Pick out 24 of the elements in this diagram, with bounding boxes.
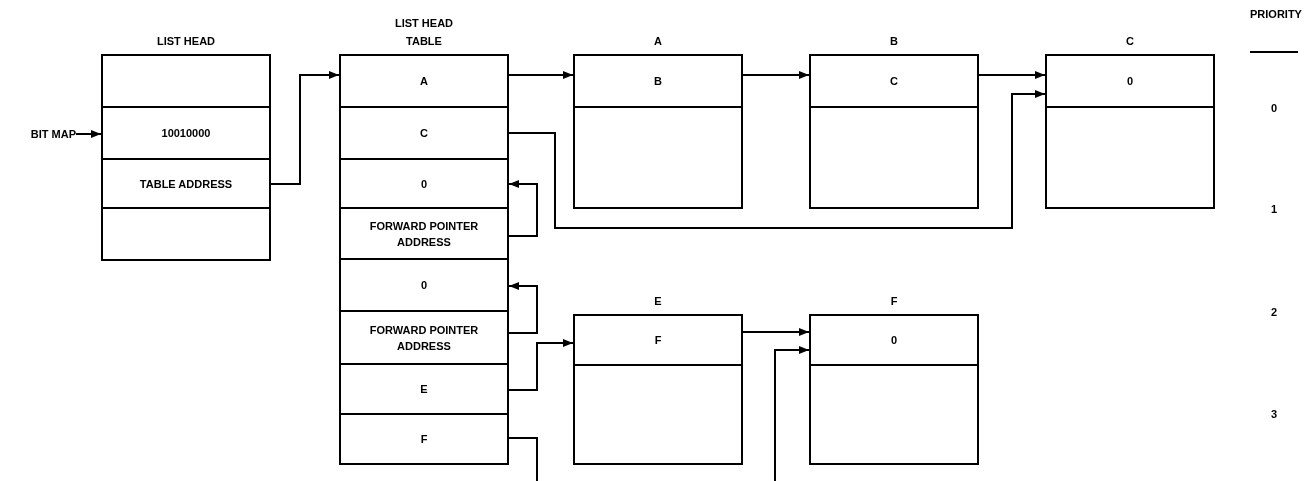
record-title: B — [889, 34, 899, 49]
arrow — [742, 71, 810, 79]
connector-line — [508, 437, 538, 481]
arrow — [270, 71, 340, 185]
priority-level: 3 — [1269, 407, 1279, 422]
arrow — [508, 90, 1046, 229]
pointer-label: BIT MAP — [4, 126, 76, 142]
priority-level: 1 — [1269, 202, 1279, 217]
record-title: LIST HEAD TABLE — [393, 16, 455, 49]
record-title: E — [653, 294, 663, 309]
record-title: LIST HEAD — [155, 34, 217, 49]
arrow — [508, 339, 574, 391]
priority-level: 0 — [1269, 101, 1279, 116]
arrow — [978, 71, 1046, 79]
arrow — [508, 282, 538, 334]
arrow — [742, 328, 810, 336]
arrow — [75, 130, 102, 138]
priority-level: 2 — [1269, 305, 1279, 320]
arrow — [774, 346, 810, 481]
arrow — [508, 180, 538, 237]
record-title: C — [1125, 34, 1135, 49]
record-title: A — [653, 34, 663, 49]
arrow — [508, 71, 574, 79]
record-title: F — [889, 294, 899, 309]
